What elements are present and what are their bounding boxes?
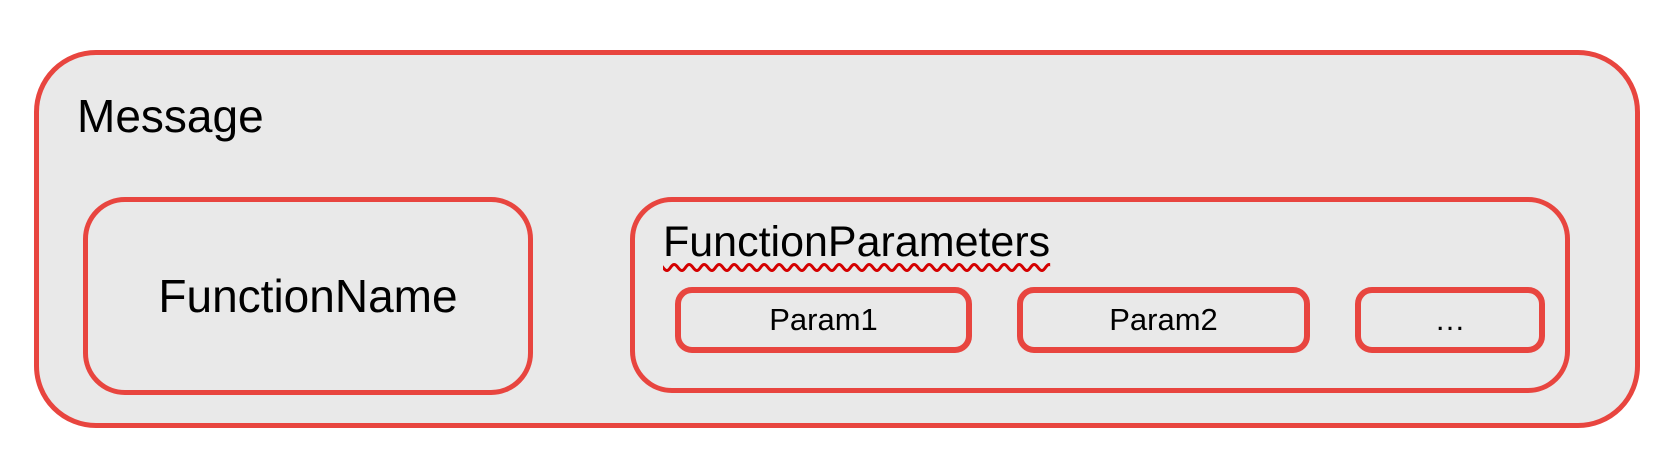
param-ellipsis-label: … — [1434, 302, 1466, 337]
function-name-label: FunctionName — [158, 270, 458, 322]
function-name-box: FunctionName — [83, 197, 533, 395]
param2-label: Param2 — [1109, 302, 1218, 337]
function-parameters-label: FunctionParameters — [663, 218, 1051, 266]
message-label: Message — [77, 90, 264, 142]
param1-label: Param1 — [769, 302, 878, 337]
param-ellipsis-box: … — [1355, 287, 1545, 353]
params-row: Param1 Param2 … — [675, 287, 1545, 353]
function-parameters-box: FunctionParameters Param1 Param2 … — [630, 197, 1570, 393]
param2-box: Param2 — [1017, 287, 1310, 353]
param1-box: Param1 — [675, 287, 972, 353]
message-container-box: Message FunctionName FunctionParameters … — [34, 50, 1640, 428]
